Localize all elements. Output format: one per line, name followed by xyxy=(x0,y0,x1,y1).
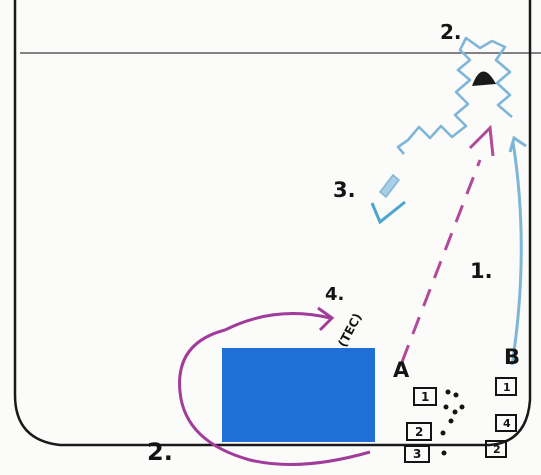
loop-arrowhead xyxy=(318,308,332,330)
dot-marker xyxy=(444,405,449,410)
blue-zone xyxy=(222,348,375,442)
run-path-b xyxy=(512,142,521,365)
label-point-b: B xyxy=(504,345,520,369)
label-step-1: 1. xyxy=(470,259,493,283)
label-tec: (TEC) xyxy=(335,311,364,350)
player-b-number: 1 xyxy=(503,381,511,394)
team-a-players: 1 2 3 xyxy=(405,388,465,462)
run-arrowhead xyxy=(510,138,526,152)
player-b-number: 4 xyxy=(503,417,511,430)
player-a-number: 3 xyxy=(413,447,421,461)
dot-marker xyxy=(441,431,446,436)
dot-marker xyxy=(453,410,458,415)
dot-marker xyxy=(454,393,459,398)
label-step-2-top: 2. xyxy=(440,20,462,44)
player-a-number: 1 xyxy=(421,390,429,404)
player-b-number: 2 xyxy=(493,443,501,456)
check-arrow-icon xyxy=(372,202,405,222)
dribble-zigzag-path xyxy=(398,38,512,154)
dot-marker xyxy=(460,405,465,410)
loop-path-4 xyxy=(225,314,330,330)
black-ball-icon xyxy=(472,71,496,86)
player-a-number: 2 xyxy=(415,425,423,439)
dot-marker xyxy=(449,419,454,424)
label-step-2-bottom: 2. xyxy=(147,438,173,466)
label-step-4: 4. xyxy=(325,284,344,305)
label-step-3: 3. xyxy=(333,178,356,202)
pass-arrowhead xyxy=(470,128,493,156)
dot-marker xyxy=(442,451,447,456)
dot-marker xyxy=(446,390,451,395)
pass-path-1 xyxy=(402,160,480,362)
cone-icon xyxy=(380,175,399,197)
label-point-a: A xyxy=(393,358,410,382)
